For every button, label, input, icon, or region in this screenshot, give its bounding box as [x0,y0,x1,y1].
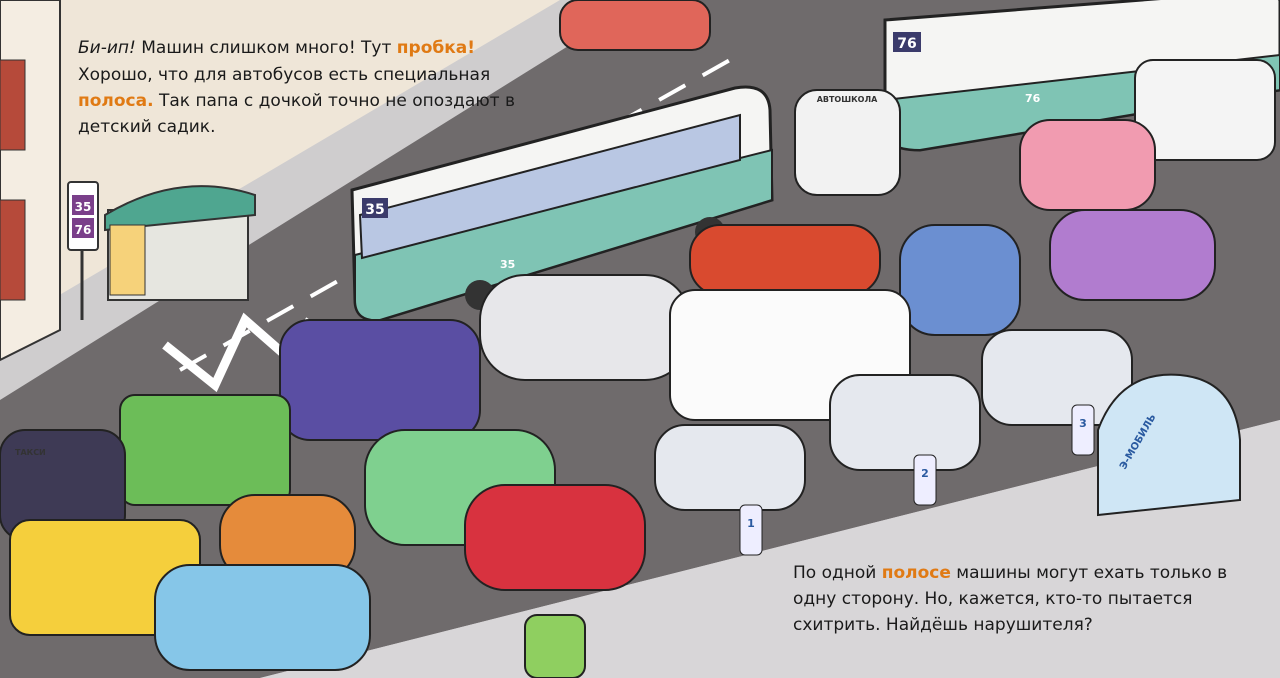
taxi-sign: ТАКСИ [15,448,46,457]
intro-highlight-jam: пробка! [396,38,476,58]
bus-front-number: 35 [365,202,384,218]
bus-stop-route-35: 35 [75,200,92,214]
charger-1-number: 1 [747,517,755,530]
green-sign [524,614,586,678]
bus-stop-shelter [104,185,256,301]
bus-side-number: 35 [500,258,515,271]
driving-school-car [794,89,901,196]
intro-highlight-lane: полоса. [78,91,154,111]
bus2-front-number: 76 [897,36,916,52]
driving-school-sign: АВТОШКОЛА [817,95,878,104]
white-van [1134,59,1276,161]
red-car [464,484,646,591]
blue-car [899,224,1021,336]
bus-stop-route-76: 76 [75,223,92,237]
red-convertible [689,224,881,296]
car-red-top [559,0,711,51]
bus2-side-number: 76 [1025,92,1041,105]
building-window [0,59,26,151]
light-blue-car [154,564,371,671]
building [0,0,61,362]
pink-car [1019,119,1156,211]
intro-exclamation: Би-ип! [78,38,136,58]
purple-car [1049,209,1216,301]
question-text2: машины могут ехать только в одну сторону… [793,563,1228,635]
building-door [0,199,26,301]
intro-line1-text: Машин слишком много! Тут [135,38,397,58]
purple-minivan [279,319,481,441]
silver-car [479,274,691,381]
charging-kiosk: Э-МОБИЛЬ [1097,373,1241,517]
chargers: 1 2 3 [739,404,1095,556]
charger-2-number: 2 [921,467,929,480]
question-text1: По одной [793,563,882,583]
intro-p2-text2: Так папа с дочкой точно не опоздают в де… [78,91,515,137]
question-highlight-lane: полосе [881,563,951,583]
electric-car-3 [981,329,1133,426]
bus-35: 35 35 [350,85,774,322]
green-truck [119,394,291,506]
intro-p2-text1: Хорошо, что для автобусов есть специальн… [78,65,491,85]
charger-3-number: 3 [1079,417,1087,430]
electric-car-1 [654,424,806,511]
question-paragraph: По одной полосе машины могут ехать тольк… [793,560,1233,638]
intro-paragraph: Хорошо, что для автобусов есть специальн… [78,62,528,140]
intro-title: Би-ип! Машин слишком много! Тут пробка! [78,35,558,61]
bus-stop-sign: 35 76 [67,181,99,320]
sidewalk-bottom [260,420,1280,678]
electric-car-2 [829,374,981,471]
